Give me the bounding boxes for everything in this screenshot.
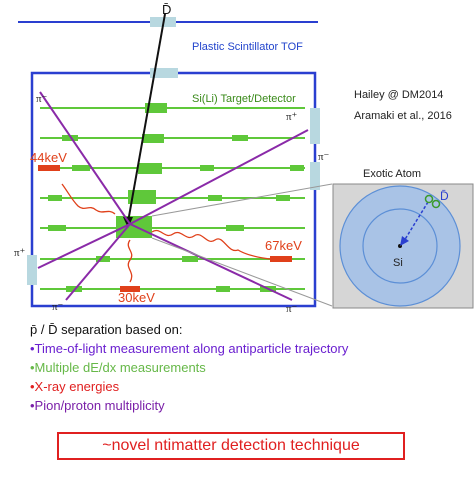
zoom-line <box>151 183 333 217</box>
pion-track <box>129 223 293 301</box>
antideuteron-nucleon <box>424 194 434 204</box>
hit <box>145 103 167 113</box>
hit <box>232 135 248 141</box>
kev67-label: 67keV <box>265 238 302 253</box>
si-label: Si <box>393 257 403 269</box>
pion-track <box>65 223 131 301</box>
tof-paddle-right-1 <box>310 108 320 144</box>
tof-paddle-left <box>27 255 37 285</box>
method-item: •X-ray energies <box>30 379 120 394</box>
kev30-label: 30keV <box>118 290 155 305</box>
method-item: •Pion/proton multiplicity <box>30 398 165 413</box>
hit <box>200 165 214 171</box>
footer-banner: ~novel ntimatter detection technique <box>57 432 405 460</box>
xray-wave-44 <box>61 183 116 215</box>
xray-wave-30 <box>127 239 133 283</box>
hit <box>72 165 90 171</box>
kev44-label: 44keV <box>30 150 67 165</box>
pion-track <box>39 91 131 225</box>
pion-label: π⁺ <box>14 247 26 259</box>
separation-heading: p̄ / D̄ separation based on: <box>30 322 183 337</box>
antiparticle-track <box>127 13 166 223</box>
hit <box>226 225 244 231</box>
pion-label: π⁻ <box>36 93 48 105</box>
hit <box>216 286 230 292</box>
hit <box>142 134 164 143</box>
xray-hit-67 <box>270 256 292 262</box>
pion-label: π⁺ <box>286 111 298 123</box>
hit <box>128 190 156 204</box>
hit <box>290 165 304 171</box>
xray-hit-30 <box>120 286 140 292</box>
reference-2: Aramaki et al., 2016 <box>354 110 452 122</box>
silicon-layers <box>40 107 305 290</box>
capture-arrow <box>403 201 429 242</box>
antideuteron-nucleon <box>431 199 441 209</box>
exotic-atom-inset: Exotic Atom Si D̄ <box>332 168 474 309</box>
xray-photons <box>61 183 271 283</box>
pion-track <box>129 129 309 225</box>
xray-wave-67 <box>151 229 271 260</box>
method-item: •Time-of-light measurement along antipar… <box>30 341 349 356</box>
hit <box>48 195 62 201</box>
hit <box>116 216 152 238</box>
hit <box>48 225 66 231</box>
reference-1: Hailey @ DM2014 <box>354 89 444 101</box>
xray-hit-44 <box>38 165 60 171</box>
pion-label: π⁻ <box>52 301 64 313</box>
tof-paddle-right-2 <box>310 162 320 190</box>
hit <box>208 195 222 201</box>
tof-label: Plastic Scintillator TOF <box>192 41 303 53</box>
method-item: •Multiple dE/dx measurements <box>30 360 206 375</box>
silicon-hits <box>48 103 304 292</box>
hit <box>182 256 198 262</box>
inset-antideuteron-label: D̄ <box>440 189 449 203</box>
detector-diagram: D̄ Plastic Scintillator TOF Si(Li) Targe… <box>14 2 474 315</box>
hit <box>62 135 78 141</box>
hit <box>138 163 162 174</box>
capture-arrowhead <box>400 236 409 246</box>
exotic-atom-label: Exotic Atom <box>363 168 421 180</box>
zoom-line <box>151 237 333 307</box>
separation-list: p̄ / D̄ separation based on: •Time-of-li… <box>30 320 348 415</box>
target-label: Si(Li) Target/Detector <box>192 93 296 105</box>
hit <box>96 256 110 262</box>
tof-paddle-upper <box>150 68 178 78</box>
pion-label: π⁻ <box>286 303 298 315</box>
pion-track <box>37 223 131 269</box>
pion-tracks <box>37 91 309 301</box>
hit <box>276 195 290 201</box>
pion-label: π⁻ <box>318 151 330 163</box>
antideuteron-label: D̄ <box>162 2 171 17</box>
